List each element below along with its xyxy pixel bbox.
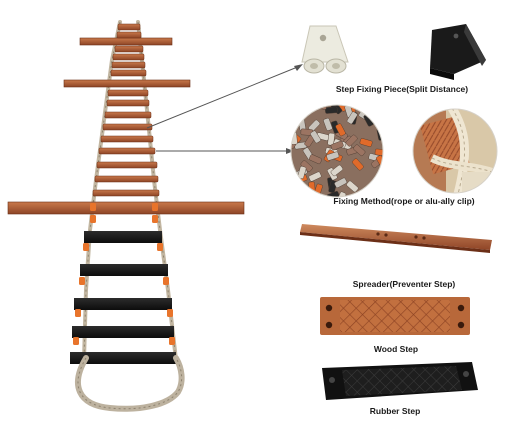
caption-step-fixing-piece: Step Fixing Piece(Split Distance) [335,84,469,94]
wood-step-11 [100,135,154,143]
wood-step-12 [98,147,156,155]
step-clip-11 [73,337,79,345]
clip-piece-44 [330,164,344,177]
ladder-step-clips [73,203,175,345]
wood-step-3 [114,45,144,53]
caption-wood-step: Wood Step [373,344,419,354]
rubber-step-2 [80,264,168,276]
clip-piece-46 [325,106,338,114]
step-clip-12 [169,337,175,345]
wood-step-5 [111,61,146,69]
step-clip-6 [157,243,163,251]
step-fixing-piece-white-icon [301,25,349,74]
wood-step-6 [110,69,147,77]
wood-step-4 [112,53,145,61]
spreader-bar-3 [7,201,245,215]
clip-piece-67 [310,130,321,144]
clip-piece-62 [335,123,346,137]
spreader-bar-2 [63,79,191,88]
step-clip-7 [79,277,85,285]
wood-step-9 [104,111,152,119]
wood-step-8 [106,99,150,107]
step-clip-2 [152,203,158,211]
wood-step-1 [117,23,141,31]
ladder-rubber-steps [70,231,176,364]
clip-piece-70 [376,155,383,168]
clip-piece-40 [327,132,335,146]
clip-piece-29 [298,105,312,111]
rubber-step-5 [70,352,176,364]
wood-step-2 [116,31,142,39]
step-clip-9 [75,309,81,317]
clip-piece-47 [345,134,358,147]
rubber-step-3 [74,298,172,310]
step-clip-3 [90,215,96,223]
clip-piece-37 [352,158,364,171]
clip-piece-69 [309,154,322,165]
clip-piece-60 [323,117,333,131]
wood-step-7 [107,89,149,97]
caption-spreader: Spreader(Preventer Step) [352,279,456,289]
caption-fixing-method: Fixing Method(rope or alu-ally clip) [333,196,475,206]
step-clip-8 [163,277,169,285]
wood-step-15 [92,189,160,197]
clip-piece-59 [326,151,340,161]
step-clip-4 [152,215,158,223]
clip-piece-30 [334,177,348,188]
clip-piece-63 [353,144,366,157]
ladder-wood-steps [92,23,160,197]
clip-piece-9 [301,191,310,197]
ladder-bottom-rope-loop [75,355,185,412]
clip-piece-43 [326,191,340,197]
step-fixing-piece-black-icon [430,24,486,80]
rubber-step-1 [84,231,162,243]
step-clip-1 [90,203,96,211]
step-clip-10 [167,309,173,317]
rubber-step-4 [72,326,174,338]
rubber-step-icon [322,362,478,400]
wood-step-icon [320,297,470,335]
wood-step-14 [94,175,159,183]
clip-piece-38 [291,183,303,192]
ladder-spreaders [7,37,245,215]
clip-piece-20 [372,179,383,192]
step-clip-5 [83,243,89,251]
clip-piece-6 [299,105,313,112]
wood-step-10 [102,123,153,131]
clip-piece-48 [330,140,344,151]
spreader-bar-1 [79,37,173,46]
clip-piece-50 [346,111,358,125]
clip-piece-19 [308,171,322,182]
wood-step-13 [96,161,158,169]
clip-piece-65 [359,138,373,147]
spreader-step-icon [300,224,492,253]
pilot-ladder-illustration [7,20,245,412]
fixing-method-rope-icon [412,108,498,194]
fixing-method-clips-icon [290,104,384,198]
caption-rubber-step: Rubber Step [369,406,421,416]
clip-piece-28 [346,180,359,193]
clip-piece-27 [291,111,297,125]
